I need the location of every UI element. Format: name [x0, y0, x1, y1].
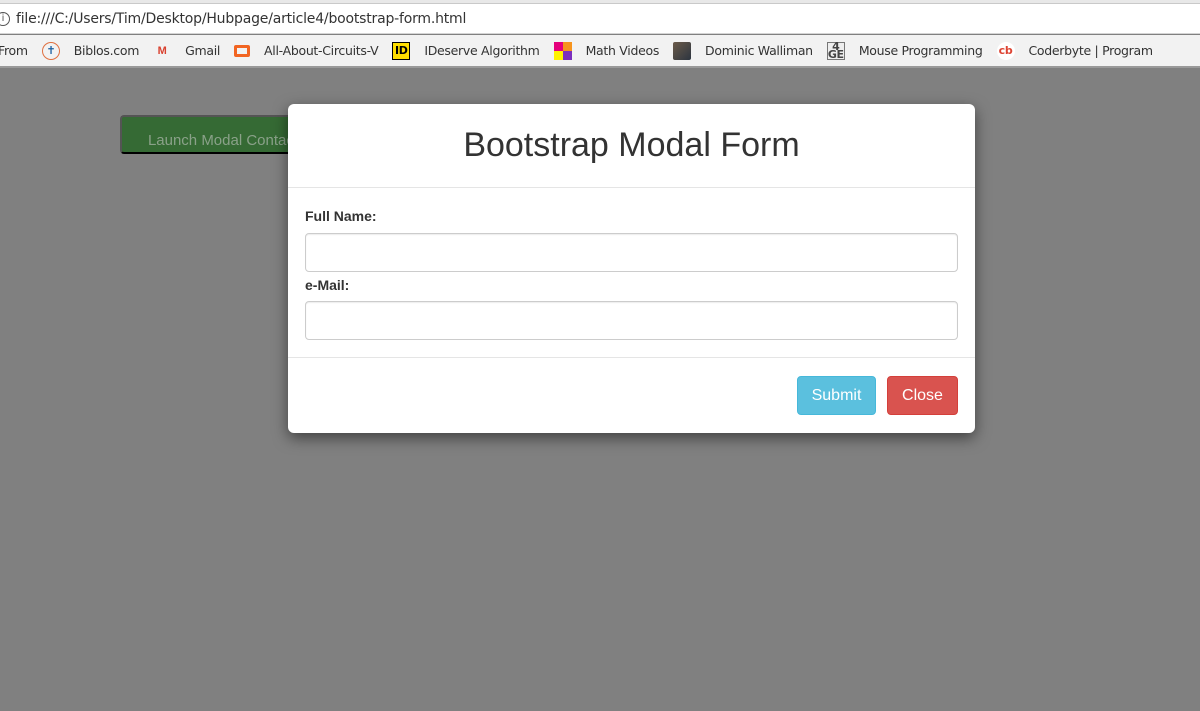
bookmark-coderbyte[interactable]: cb Coderbyte | Program — [996, 41, 1154, 60]
bookmark-label: Coderbyte | Program — [1028, 43, 1154, 58]
bookmark-label: IDeserve Algorithm — [424, 43, 540, 58]
4ge-icon: 4 GE — [826, 39, 845, 61]
bookmark-gmail[interactable]: M Gmail — [153, 42, 221, 60]
bookmark-biblos[interactable]: ✝ Biblos.com — [41, 41, 140, 60]
bookmark-ideserve[interactable]: ID IDeserve Algorithm — [392, 41, 540, 60]
email-input[interactable] — [305, 301, 958, 340]
browser-top-strip — [0, 0, 1200, 4]
modal-body: Full Name: e-Mail: — [288, 188, 975, 358]
photo-icon — [673, 41, 692, 60]
bookmark-label: All-About-Circuits-V — [264, 43, 379, 58]
bookmarks-bar: From ✝ Biblos.com M Gmail All-About-Circ… — [0, 35, 1200, 68]
bookmark-math-videos[interactable]: Math Videos — [553, 41, 660, 60]
bookmark-all-about-circuits[interactable]: All-About-Circuits-V — [234, 43, 379, 58]
bookmark-label: Mouse Programming — [858, 43, 983, 58]
gmail-icon: M — [157, 44, 167, 57]
chip-icon — [234, 44, 251, 57]
full-name-label: Full Name: — [305, 208, 377, 224]
bookmark-label: From — [0, 43, 28, 58]
bookmark-label: Math Videos — [585, 43, 660, 58]
math-videos-icon — [553, 41, 572, 60]
cb-icon: cb — [996, 41, 1015, 60]
bookmark-from[interactable]: From — [0, 43, 28, 58]
address-bar[interactable]: i file:///C:/Users/Tim/Desktop/Hubpage/a… — [0, 4, 1200, 34]
close-button[interactable]: Close — [887, 376, 958, 415]
modal-header: Bootstrap Modal Form — [288, 104, 975, 188]
full-name-input[interactable] — [305, 233, 958, 272]
cross-icon: ✝ — [41, 41, 60, 60]
id-icon: ID — [392, 41, 411, 60]
submit-button[interactable]: Submit — [797, 376, 876, 415]
bookmark-mouse-programming[interactable]: 4 GE Mouse Programming — [826, 39, 983, 61]
modal-title: Bootstrap Modal Form — [463, 126, 800, 164]
bookmark-dominic-walliman[interactable]: Dominic Walliman — [673, 41, 813, 60]
bookmark-label: Biblos.com — [73, 43, 140, 58]
info-icon[interactable]: i — [0, 11, 10, 26]
email-label: e-Mail: — [305, 277, 350, 293]
launch-modal-button[interactable]: Launch Modal Contact — [120, 115, 310, 154]
contact-modal: Bootstrap Modal Form Full Name: e-Mail: … — [288, 104, 975, 433]
url-text[interactable]: file:///C:/Users/Tim/Desktop/Hubpage/art… — [16, 10, 467, 27]
modal-footer: Submit Close — [288, 358, 975, 415]
bookmark-label: Dominic Walliman — [705, 43, 813, 58]
bookmark-label: Gmail — [185, 43, 221, 58]
